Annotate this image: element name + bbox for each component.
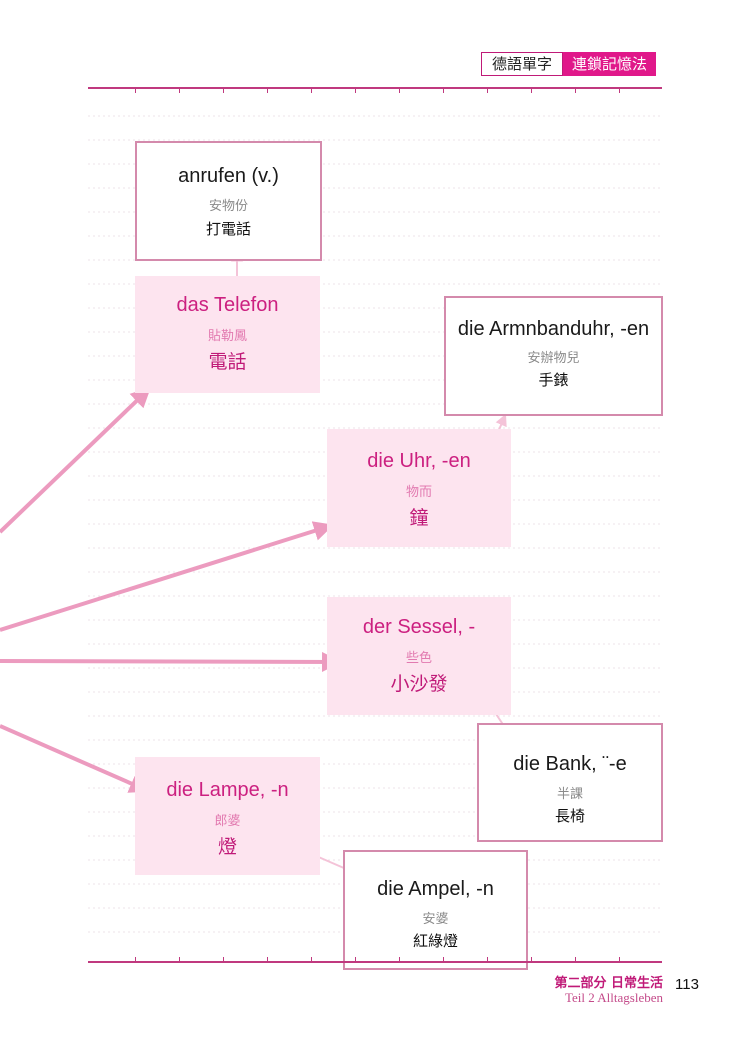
rule-tick xyxy=(355,957,356,963)
rule-tick xyxy=(267,87,268,93)
rule-tick xyxy=(619,957,620,963)
word-box-uhr: die Uhr, -en 物而 鐘 xyxy=(327,429,511,547)
word-box-bank: die Bank, ¨-e 半課 長椅 xyxy=(477,723,663,842)
rule-tick xyxy=(399,87,400,93)
german-word: die Bank, ¨-e xyxy=(513,753,627,775)
chinese-meaning: 手錶 xyxy=(538,371,569,389)
arrow-to-uhr xyxy=(0,521,334,632)
reading: 貼勒鳳 xyxy=(207,329,247,344)
rule-tick xyxy=(311,87,312,93)
rule-tick xyxy=(487,87,488,93)
arrow-to-lampe xyxy=(0,724,150,793)
bottom-rule xyxy=(88,961,662,963)
page-number: 113 xyxy=(675,976,699,993)
german-word: die Lampe, -n xyxy=(166,779,289,801)
word-box-telefon: das Telefon 貼勒鳳 電話 xyxy=(135,276,320,393)
german-word: der Sessel, - xyxy=(362,616,476,638)
rule-tick xyxy=(443,87,444,93)
reading: 物而 xyxy=(405,485,432,500)
reading: 半課 xyxy=(556,787,583,802)
chinese-meaning: 紅綠燈 xyxy=(412,932,458,950)
german-word: die Ampel, -n xyxy=(377,878,494,900)
word-box-sessel: der Sessel, - 些色 小沙發 xyxy=(327,597,511,715)
rule-tick xyxy=(179,87,180,93)
rule-tick xyxy=(443,957,444,963)
chinese-meaning: 長椅 xyxy=(554,807,585,825)
german-word: die Uhr, -en xyxy=(367,450,471,472)
reading: 安辦物兒 xyxy=(527,351,580,366)
german-word: anrufen (v.) xyxy=(178,165,279,187)
rule-tick xyxy=(355,87,356,93)
german-word: die Armnbanduhr, -en xyxy=(457,318,650,340)
rule-tick xyxy=(487,957,488,963)
rule-tick xyxy=(135,957,136,963)
reading: 些色 xyxy=(405,651,432,666)
chinese-meaning: 燈 xyxy=(217,836,237,858)
german-word: das Telefon xyxy=(176,294,279,316)
word-box-armbanduhr: die Armnbanduhr, -en 安辦物兒 手錶 xyxy=(444,296,663,416)
rule-tick xyxy=(531,957,532,963)
method-label-tag: 連鎖記憶法 xyxy=(563,52,657,76)
word-box-lampe: die Lampe, -n 郎婆 燈 xyxy=(135,757,320,875)
rule-tick xyxy=(575,957,576,963)
chinese-meaning: 電話 xyxy=(208,351,247,373)
header-tags: 德語單字 連鎖記憶法 xyxy=(481,52,657,76)
word-box-anrufen: anrufen (v.) 安物份 打電話 xyxy=(135,141,322,261)
rule-tick xyxy=(399,957,400,963)
rule-tick xyxy=(223,87,224,93)
rule-tick xyxy=(223,957,224,963)
reading: 安婆 xyxy=(422,912,449,927)
reading: 安物份 xyxy=(208,199,248,214)
chinese-meaning: 小沙發 xyxy=(390,673,448,695)
top-rule xyxy=(88,87,662,89)
rule-tick xyxy=(135,87,136,93)
rule-tick xyxy=(575,87,576,93)
arrow-to-telefon xyxy=(0,387,151,534)
reading: 郎婆 xyxy=(214,814,241,829)
footer-part-german: Teil 2 Alltagsleben xyxy=(564,990,663,1005)
rule-tick xyxy=(619,87,620,93)
chinese-meaning: 打電話 xyxy=(205,220,251,238)
word-box-ampel: die Ampel, -n 安婆 紅綠燈 xyxy=(343,850,528,970)
rule-tick xyxy=(531,87,532,93)
chinese-meaning: 鐘 xyxy=(409,507,429,529)
arrow-to-sessel xyxy=(0,651,342,672)
rule-tick xyxy=(267,957,268,963)
rule-tick xyxy=(179,957,180,963)
book-title-tag: 德語單字 xyxy=(481,52,564,76)
rule-tick xyxy=(311,957,312,963)
footer-part-chinese: 第二部分 日常生活 xyxy=(554,976,663,991)
